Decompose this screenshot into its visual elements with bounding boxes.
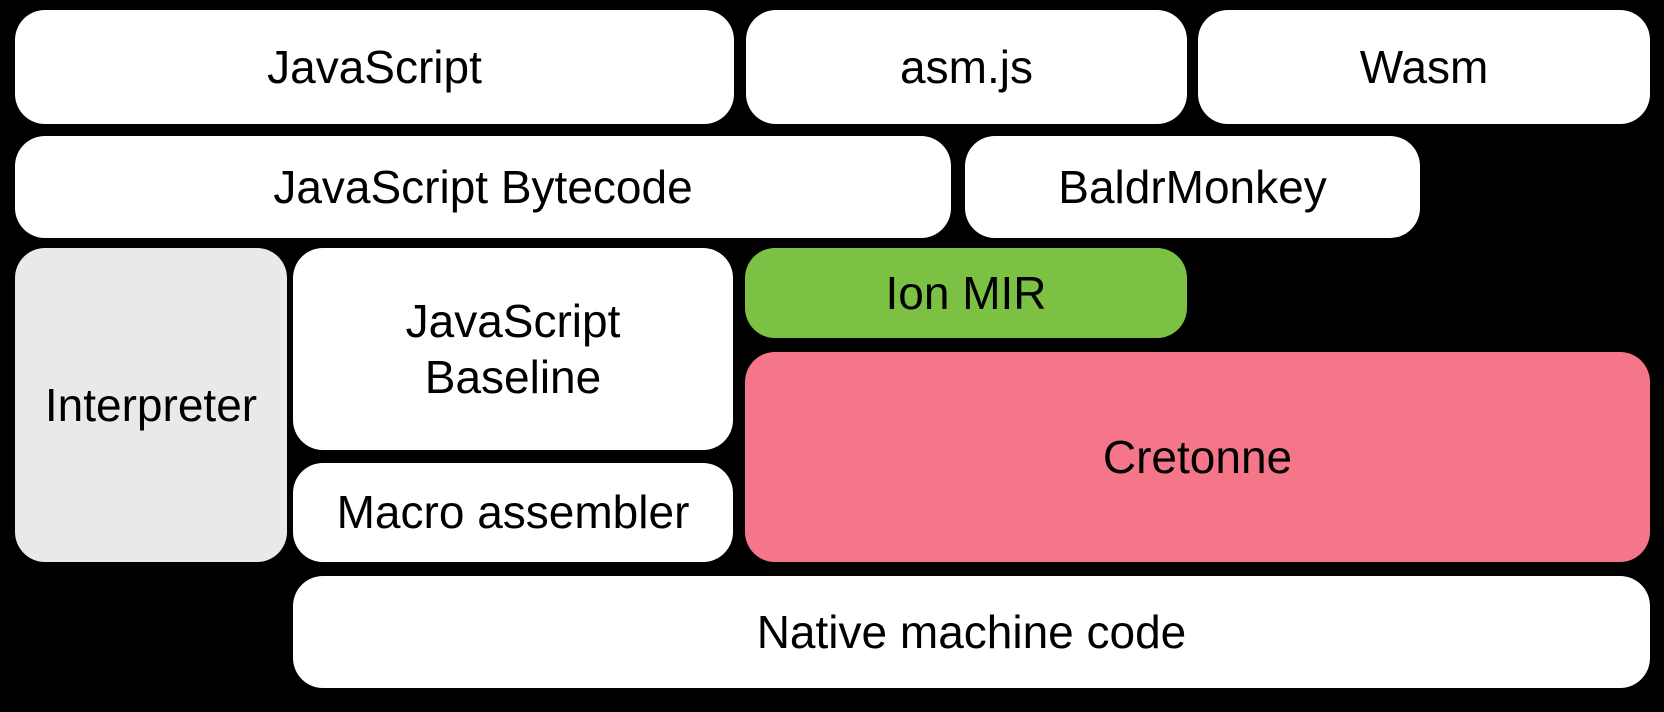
box-javascript-baseline: JavaScript Baseline <box>293 248 733 450</box>
box-baldrmonkey: BaldrMonkey <box>965 136 1420 238</box>
box-asmjs-label: asm.js <box>900 40 1033 93</box>
box-ion-mir: Ion MIR <box>745 248 1187 338</box>
box-interpreter: Interpreter <box>15 248 287 562</box>
box-cretonne: Cretonne <box>745 352 1650 562</box>
box-ion-mir-label: Ion MIR <box>885 266 1047 319</box>
box-wasm-label: Wasm <box>1359 40 1489 93</box>
box-javascript-label: JavaScript <box>267 40 482 93</box>
box-macro-assembler-label: Macro assembler <box>336 486 690 539</box>
box-cretonne-label: Cretonne <box>1102 430 1293 483</box>
box-wasm: Wasm <box>1198 10 1650 124</box>
box-native-machine-code-label: Native machine code <box>756 605 1187 658</box>
box-native-machine-code: Native machine code <box>293 576 1650 688</box>
box-baldrmonkey-label: BaldrMonkey <box>1058 160 1327 213</box>
box-javascript-bytecode: JavaScript Bytecode <box>15 136 951 238</box>
box-interpreter-label: Interpreter <box>44 378 258 431</box>
box-javascript-baseline-label: JavaScript Baseline <box>405 294 621 403</box>
box-javascript: JavaScript <box>15 10 734 124</box>
box-javascript-bytecode-label: JavaScript Bytecode <box>273 160 693 213</box>
box-asmjs: asm.js <box>746 10 1187 124</box>
box-macro-assembler: Macro assembler <box>293 463 733 562</box>
